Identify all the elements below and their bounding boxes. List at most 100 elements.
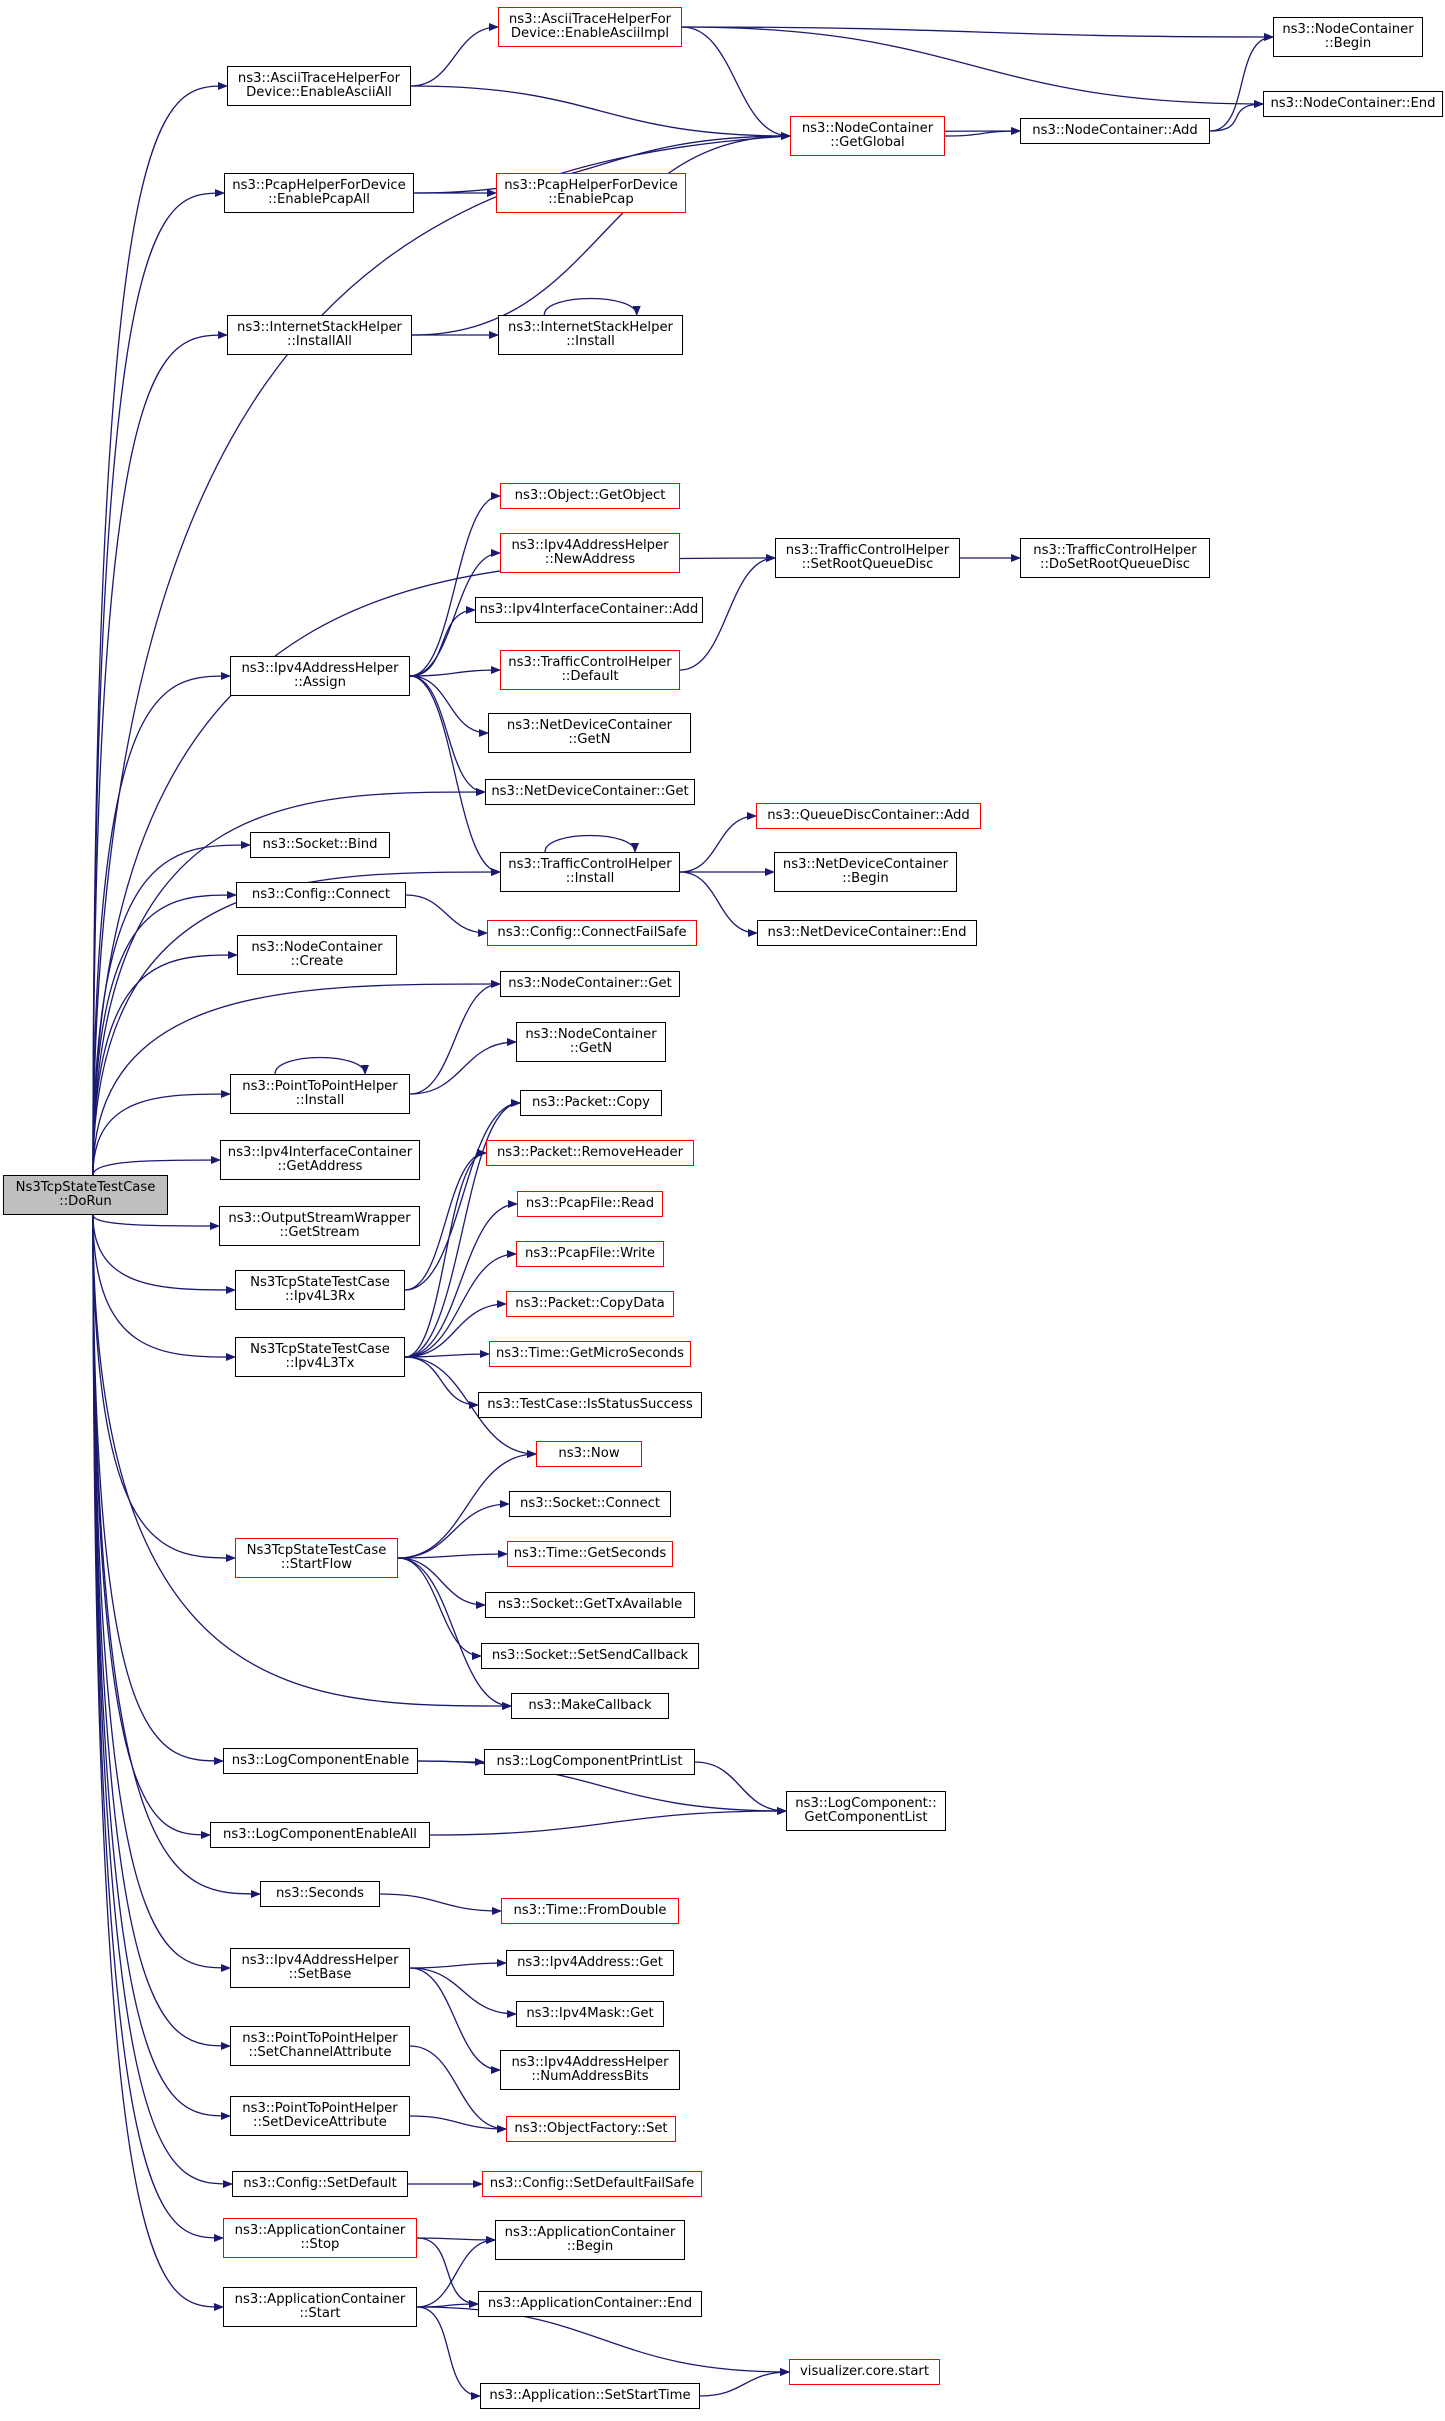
node-nc-end[interactable]: ns3::NodeContainer::End	[1263, 91, 1443, 117]
edge-seconds-to-time-fromdouble	[379, 1893, 502, 1915]
node-pkt-rmheader[interactable]: ns3::Packet::RemoveHeader	[486, 1140, 694, 1166]
edge-tch-install-to-tch-install	[544, 834, 639, 853]
node-root: Ns3TcpStateTestCase ::DoRun	[3, 1175, 168, 1215]
edge-ipv4ah-setbase-to-ipv4mask-get	[409, 1967, 517, 2018]
node-tch-setroot[interactable]: ns3::TrafficControlHelper ::SetRootQueue…	[775, 538, 960, 578]
node-ipv4ic-getaddr[interactable]: ns3::Ipv4InterfaceContainer ::GetAddress	[220, 1140, 420, 1180]
node-sock-setsendcb[interactable]: ns3::Socket::SetSendCallback	[481, 1643, 699, 1669]
edge-root-to-config-setdefault	[92, 1214, 233, 2188]
node-pcap-enable[interactable]: ns3::PcapHelperForDevice ::EnablePcap	[496, 173, 686, 213]
node-ipv4ic-add[interactable]: ns3::Ipv4InterfaceContainer::Add	[475, 597, 703, 623]
node-logcompenable[interactable]: ns3::LogComponentEnable	[223, 1748, 418, 1774]
edge-ipv4l3tx-to-pkt-copydata	[404, 1300, 507, 1358]
node-obj-getobject[interactable]: ns3::Object::GetObject	[500, 483, 680, 509]
node-app-setstarttime[interactable]: ns3::Application::SetStartTime	[480, 2383, 700, 2409]
node-osw-getstream[interactable]: ns3::OutputStreamWrapper ::GetStream	[219, 1206, 420, 1246]
edge-ipv4l3tx-to-pkt-copy	[404, 1099, 521, 1358]
node-pkt-copy[interactable]: ns3::Packet::Copy	[520, 1090, 662, 1116]
edge-appc-start-to-appc-begin	[416, 2236, 496, 2308]
node-appc-end[interactable]: ns3::ApplicationContainer::End	[478, 2291, 702, 2317]
node-tch-install[interactable]: ns3::TrafficControlHelper ::Install	[500, 852, 680, 892]
node-ipv4l3rx[interactable]: Ns3TcpStateTestCase ::Ipv4L3Rx	[235, 1270, 405, 1310]
node-ish-install[interactable]: ns3::InternetStackHelper ::Install	[498, 315, 683, 355]
node-logcompenableall[interactable]: ns3::LogComponentEnableAll	[210, 1822, 430, 1848]
edge-root-to-startflow	[92, 1214, 236, 1562]
edge-startflow-to-sock-gettxavail	[397, 1557, 486, 1609]
edge-ipv4l3tx-to-pkt-rmheader	[404, 1149, 487, 1358]
node-appc-begin[interactable]: ns3::ApplicationContainer ::Begin	[495, 2220, 685, 2260]
node-ipv4mask-get[interactable]: ns3::Ipv4Mask::Get	[516, 2001, 664, 2027]
node-appc-start[interactable]: ns3::ApplicationContainer ::Start	[223, 2287, 417, 2327]
edge-nc-add-to-nc-begin	[1209, 33, 1274, 132]
node-ndc-get[interactable]: ns3::NetDeviceContainer::Get	[485, 779, 695, 805]
node-now[interactable]: ns3::Now	[536, 1441, 642, 1467]
node-config-setdefault[interactable]: ns3::Config::SetDefault	[232, 2171, 408, 2197]
node-pkt-copydata[interactable]: ns3::Packet::CopyData	[506, 1291, 674, 1317]
node-ipv4ah-assign[interactable]: ns3::Ipv4AddressHelper ::Assign	[230, 656, 410, 696]
node-ndc-begin[interactable]: ns3::NetDeviceContainer ::Begin	[774, 852, 957, 892]
edge-app-setstarttime-to-viz-start	[699, 2368, 790, 2397]
edge-root-to-p2p-install	[92, 1090, 231, 1176]
edge-ipv4l3tx-to-time-getmicro	[404, 1350, 490, 1359]
node-config-connect[interactable]: ns3::Config::Connect	[236, 882, 406, 908]
node-viz-start[interactable]: visualizer.core.start	[789, 2359, 940, 2385]
node-ipv4addr-get[interactable]: ns3::Ipv4Address::Get	[506, 1950, 674, 1976]
node-sock-connect[interactable]: ns3::Socket::Connect	[509, 1491, 671, 1517]
node-ndc-end[interactable]: ns3::NetDeviceContainer::End	[757, 920, 977, 946]
node-time-fromdouble[interactable]: ns3::Time::FromDouble	[501, 1898, 679, 1924]
node-ipv4ah-numaddrbits[interactable]: ns3::Ipv4AddressHelper ::NumAddressBits	[500, 2050, 680, 2090]
node-nc-getglobal[interactable]: ns3::NodeContainer ::GetGlobal	[790, 116, 945, 156]
node-p2p-setchannel[interactable]: ns3::PointToPointHelper ::SetChannelAttr…	[230, 2026, 410, 2066]
node-ipv4ah-newaddr[interactable]: ns3::Ipv4AddressHelper ::NewAddress	[500, 533, 680, 573]
edge-root-to-appc-stop	[92, 1214, 224, 2242]
edge-startflow-to-sock-setsendcb	[397, 1557, 482, 1660]
node-logcompprintlist[interactable]: ns3::LogComponentPrintList	[484, 1749, 695, 1775]
node-time-getmicro[interactable]: ns3::Time::GetMicroSeconds	[489, 1341, 691, 1367]
node-time-getseconds[interactable]: ns3::Time::GetSeconds	[507, 1541, 673, 1567]
edge-appc-stop-to-appc-begin	[416, 2235, 496, 2244]
node-p2p-setdevice[interactable]: ns3::PointToPointHelper ::SetDeviceAttri…	[230, 2096, 410, 2136]
node-config-connectfs[interactable]: ns3::Config::ConnectFailSafe	[487, 920, 697, 946]
node-ish-installall[interactable]: ns3::InternetStackHelper ::InstallAll	[227, 315, 412, 355]
node-pcapfile-read[interactable]: ns3::PcapFile::Read	[517, 1191, 663, 1217]
node-startflow[interactable]: Ns3TcpStateTestCase ::StartFlow	[235, 1538, 398, 1578]
node-seconds[interactable]: ns3::Seconds	[260, 1881, 380, 1907]
node-ascii-impl[interactable]: ns3::AsciiTraceHelperFor Device::EnableA…	[498, 7, 682, 47]
node-p2p-install[interactable]: ns3::PointToPointHelper ::Install	[230, 1074, 410, 1114]
node-pcapfile-write[interactable]: ns3::PcapFile::Write	[516, 1241, 664, 1267]
edge-startflow-to-time-getseconds	[397, 1550, 508, 1559]
node-sock-gettxavail[interactable]: ns3::Socket::GetTxAvailable	[485, 1592, 695, 1618]
edge-logcompprintlist-to-logcomp-getlist	[694, 1761, 787, 1815]
node-nc-get[interactable]: ns3::NodeContainer::Get	[500, 971, 680, 997]
node-nc-getn[interactable]: ns3::NodeContainer ::GetN	[516, 1022, 666, 1062]
node-qdc-add[interactable]: ns3::QueueDiscContainer::Add	[756, 803, 981, 829]
node-sock-bind[interactable]: ns3::Socket::Bind	[250, 832, 390, 858]
edge-root-to-logcompenable	[92, 1214, 224, 1765]
node-tch-default[interactable]: ns3::TrafficControlHelper ::Default	[500, 650, 680, 690]
edge-root-to-nc-get	[92, 980, 501, 1176]
node-tch-dosetroot[interactable]: ns3::TrafficControlHelper ::DoSetRootQue…	[1020, 538, 1210, 578]
node-ipv4l3tx[interactable]: Ns3TcpStateTestCase ::Ipv4L3Tx	[235, 1337, 405, 1377]
node-ndc-getn[interactable]: ns3::NetDeviceContainer ::GetN	[488, 713, 691, 753]
node-pcap-all[interactable]: ns3::PcapHelperForDevice ::EnablePcapAll	[224, 173, 414, 213]
node-nc-begin[interactable]: ns3::NodeContainer ::Begin	[1273, 17, 1423, 57]
edge-ipv4ah-assign-to-tch-install	[409, 675, 501, 876]
edge-root-to-ish-installall	[92, 331, 228, 1176]
edge-root-to-ipv4ah-assign	[92, 672, 231, 1176]
edge-startflow-to-sock-connect	[397, 1500, 510, 1559]
node-makecallback[interactable]: ns3::MakeCallback	[511, 1693, 669, 1719]
edge-ipv4ah-assign-to-ndc-getn	[409, 675, 489, 737]
edge-tch-install-to-ndc-end	[679, 871, 758, 937]
node-config-setdefaultfs[interactable]: ns3::Config::SetDefaultFailSafe	[482, 2171, 702, 2197]
node-ascii-all[interactable]: ns3::AsciiTraceHelperFor Device::EnableA…	[227, 66, 411, 106]
edge-p2p-install-to-p2p-install	[274, 1056, 369, 1075]
edge-root-to-makecallback	[92, 1214, 512, 1710]
node-logcomp-getlist[interactable]: ns3::LogComponent:: GetComponentList	[786, 1791, 946, 1831]
node-appc-stop[interactable]: ns3::ApplicationContainer ::Stop	[223, 2218, 417, 2258]
node-ipv4ah-setbase[interactable]: ns3::Ipv4AddressHelper ::SetBase	[230, 1948, 410, 1988]
node-objfactory-set[interactable]: ns3::ObjectFactory::Set	[506, 2116, 676, 2142]
node-tc-isstatus[interactable]: ns3::TestCase::IsStatusSuccess	[478, 1392, 702, 1418]
node-nc-create[interactable]: ns3::NodeContainer ::Create	[237, 935, 397, 975]
node-nc-add[interactable]: ns3::NodeContainer::Add	[1020, 118, 1210, 144]
